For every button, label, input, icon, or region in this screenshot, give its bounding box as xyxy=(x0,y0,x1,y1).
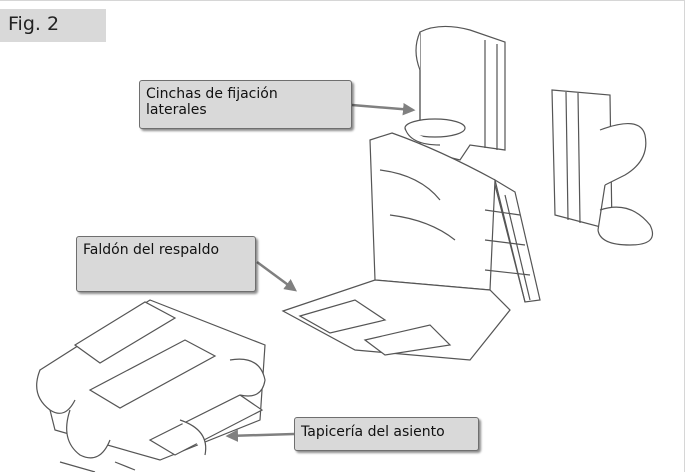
figure-tab: Fig. 2 xyxy=(0,9,106,42)
callout-backrest-flap-label: Faldón del respaldo xyxy=(83,242,220,258)
side-strap-right xyxy=(551,89,654,246)
arrow-seat-upholstery xyxy=(225,429,295,442)
side-strap-left xyxy=(404,25,506,161)
arrow-side-straps xyxy=(351,102,416,116)
callout-side-straps: Cinchas de fijación laterales xyxy=(139,80,352,129)
seat-upholstery xyxy=(36,299,266,472)
backrest xyxy=(281,132,541,361)
arrow-backrest-flap xyxy=(256,260,298,292)
figure-label: Fig. 2 xyxy=(8,13,60,35)
callout-backrest-flap: Faldón del respaldo xyxy=(76,236,256,292)
callout-side-straps-line1: Cinchas de fijación xyxy=(146,86,278,102)
callout-seat-upholstery-label: Tapicería del asiento xyxy=(301,424,445,440)
callout-seat-upholstery: Tapicería del asiento xyxy=(294,417,479,451)
callout-side-straps-line2: laterales xyxy=(146,102,207,118)
